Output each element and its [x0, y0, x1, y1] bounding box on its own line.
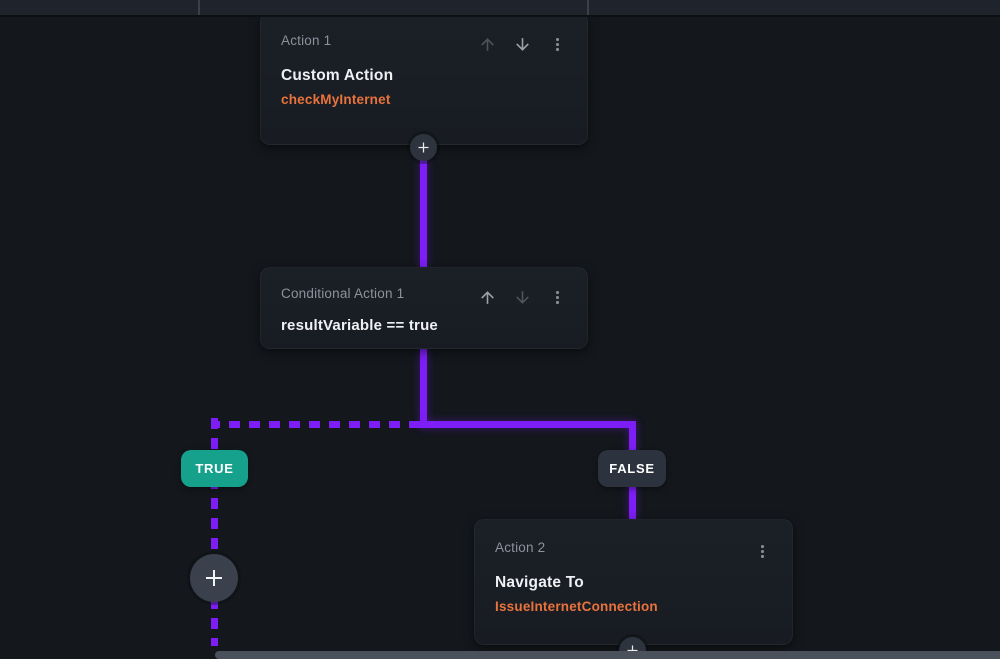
add-action-button[interactable]	[410, 134, 437, 161]
edge-junction-to-false	[420, 421, 636, 428]
options-menu-icon[interactable]	[547, 34, 567, 54]
node-label: Conditional Action 1	[281, 286, 405, 301]
node-title: Navigate To	[495, 574, 584, 591]
plus-icon	[418, 142, 429, 153]
add-true-action-button[interactable]	[190, 554, 238, 602]
edge-junction-to-true-dashed	[211, 421, 420, 428]
move-up-icon[interactable]	[477, 34, 497, 54]
horizontal-scrollbar[interactable]	[215, 651, 1000, 659]
edge-action1-to-conditional	[420, 158, 427, 269]
node-card-action-1[interactable]: Action 1 Custom Action checkMyInternet	[260, 12, 588, 145]
node-label: Action 1	[281, 33, 332, 48]
node-title: Custom Action	[281, 67, 394, 84]
branch-badge-true: TRUE	[181, 450, 248, 487]
node-subtitle: checkMyInternet	[281, 92, 391, 107]
branch-badge-false: FALSE	[598, 450, 666, 487]
node-label: Action 2	[495, 540, 546, 555]
toolbar-edge	[0, 0, 1000, 17]
move-down-icon[interactable]	[512, 287, 532, 307]
edge-conditional-to-junction	[420, 349, 427, 425]
toolbar-divider	[198, 0, 200, 15]
plus-icon	[627, 645, 638, 656]
plus-icon	[206, 570, 222, 586]
options-menu-icon[interactable]	[752, 541, 772, 561]
move-down-icon[interactable]	[512, 34, 532, 54]
branch-badge-false-label: FALSE	[609, 461, 655, 476]
options-menu-icon[interactable]	[547, 287, 567, 307]
branch-badge-true-label: TRUE	[195, 461, 234, 476]
condition-expression: resultVariable == true	[281, 317, 438, 334]
node-card-conditional-action-1[interactable]: Conditional Action 1 resultVariable == t…	[260, 267, 588, 349]
edge-true-branch-dashed	[211, 418, 218, 646]
node-card-action-2[interactable]: Action 2 Navigate To IssueInternetConnec…	[474, 519, 793, 645]
node-subtitle: IssueInternetConnection	[495, 599, 658, 614]
move-up-icon[interactable]	[477, 287, 497, 307]
toolbar-divider	[587, 0, 589, 15]
